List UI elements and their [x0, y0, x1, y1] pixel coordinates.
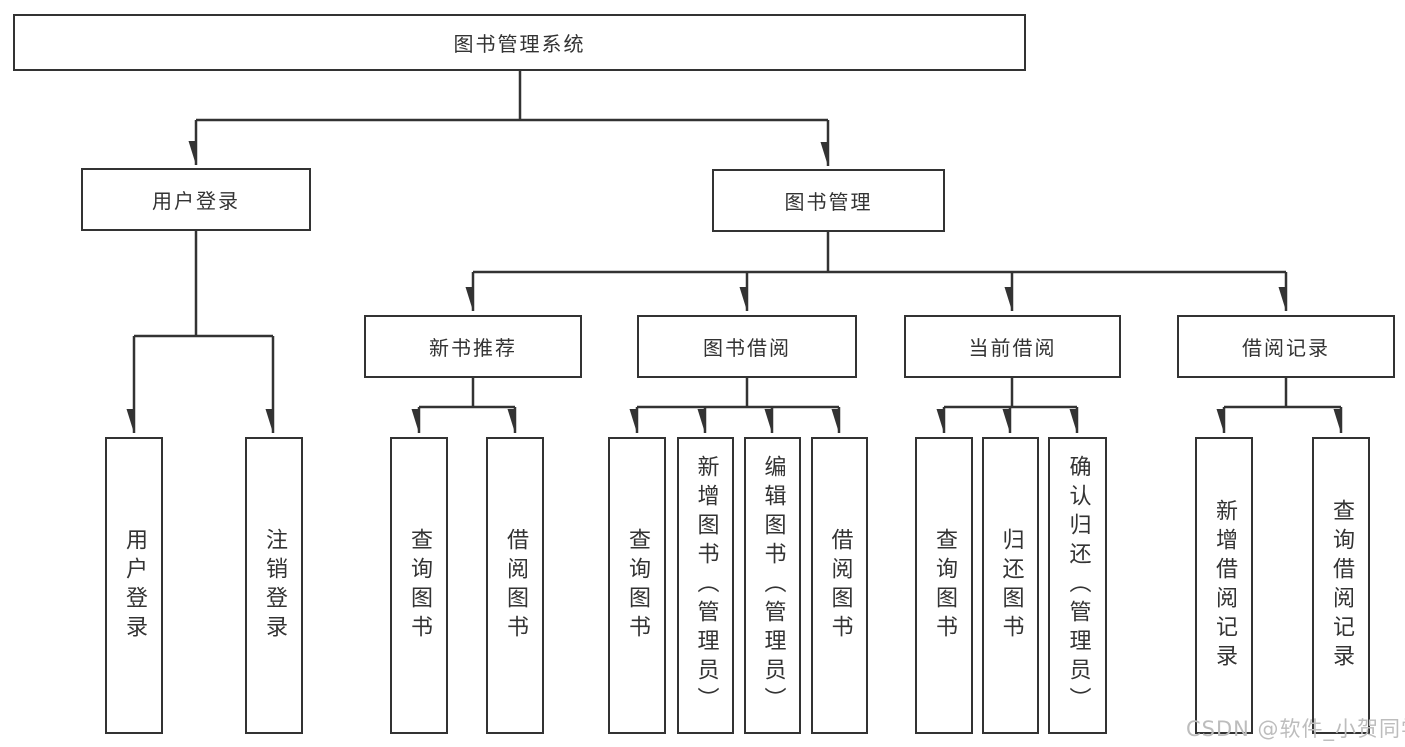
leaf-nbr-borrow-books-label: 借阅图书: [503, 527, 528, 644]
connector-root-trunk: [196, 71, 828, 122]
leaf-cb-confirm-return-label: 确认归还（管理员）: [1065, 455, 1091, 716]
node-borrow-record: 借阅记录: [1177, 315, 1395, 378]
leaf-br-add-record: 新增借阅记录: [1195, 437, 1253, 734]
node-user-login-label: 用户登录: [152, 189, 240, 213]
leaf-bb-borrow-books-label: 借阅图书: [827, 527, 853, 644]
connector-current-borrow-trunk: [944, 378, 1077, 409]
node-new-book-rec: 新书推荐: [364, 315, 582, 378]
leaf-logout-label: 注销登录: [262, 527, 287, 644]
leaf-bb-borrow-books: 借阅图书: [811, 437, 868, 734]
leaf-cb-query-books-label: 查询图书: [932, 527, 957, 644]
leaf-nbr-query-books: 查询图书: [390, 437, 448, 734]
node-current-borrow: 当前借阅: [904, 315, 1121, 378]
leaf-bb-add-books-label: 新增图书（管理员）: [693, 455, 719, 716]
connector-book-borrow-trunk: [637, 378, 839, 409]
node-book-mgmt: 图书管理: [712, 169, 945, 232]
node-new-book-rec-label: 新书推荐: [429, 336, 517, 360]
leaf-logout: 注销登录: [245, 437, 303, 734]
leaf-bb-query-books: 查询图书: [608, 437, 666, 734]
leaf-nbr-query-books-label: 查询图书: [407, 527, 432, 644]
leaf-br-query-record-label: 查询借阅记录: [1329, 498, 1354, 673]
leaf-bb-edit-books-label: 编辑图书（管理员）: [760, 455, 786, 716]
leaf-user-login: 用户登录: [105, 437, 163, 734]
leaf-bb-edit-books: 编辑图书（管理员）: [744, 437, 801, 734]
csdn-watermark: CSDN @软件_小贺同学: [1186, 717, 1405, 741]
leaf-bb-query-books-label: 查询图书: [625, 527, 650, 644]
node-book-mgmt-label: 图书管理: [784, 190, 873, 214]
leaf-bb-add-books: 新增图书（管理员）: [677, 437, 734, 734]
connector-book-mgmt-trunk: [473, 232, 1286, 274]
node-current-borrow-label: 当前借阅: [968, 336, 1057, 360]
node-book-borrow: 图书借阅: [637, 315, 857, 378]
connector-new-book-rec-trunk: [419, 378, 515, 409]
leaf-br-query-record: 查询借阅记录: [1312, 437, 1370, 734]
node-book-borrow-label: 图书借阅: [703, 336, 791, 360]
leaf-nbr-borrow-books: 借阅图书: [486, 437, 544, 734]
node-root: 图书管理系统: [13, 14, 1026, 71]
connector-user-login-trunk: [134, 231, 273, 338]
leaf-cb-confirm-return: 确认归还（管理员）: [1048, 437, 1107, 734]
leaf-cb-query-books: 查询图书: [915, 437, 973, 734]
node-root-label: 图书管理系统: [453, 32, 586, 56]
node-borrow-record-label: 借阅记录: [1242, 336, 1330, 360]
connector-borrow-record-trunk: [1224, 378, 1341, 409]
leaf-cb-return-books: 归还图书: [982, 437, 1039, 734]
leaf-br-add-record-label: 新增借阅记录: [1212, 498, 1237, 673]
leaf-user-login-label: 用户登录: [122, 527, 147, 644]
leaf-cb-return-books-label: 归还图书: [998, 527, 1024, 644]
node-user-login: 用户登录: [81, 168, 311, 231]
